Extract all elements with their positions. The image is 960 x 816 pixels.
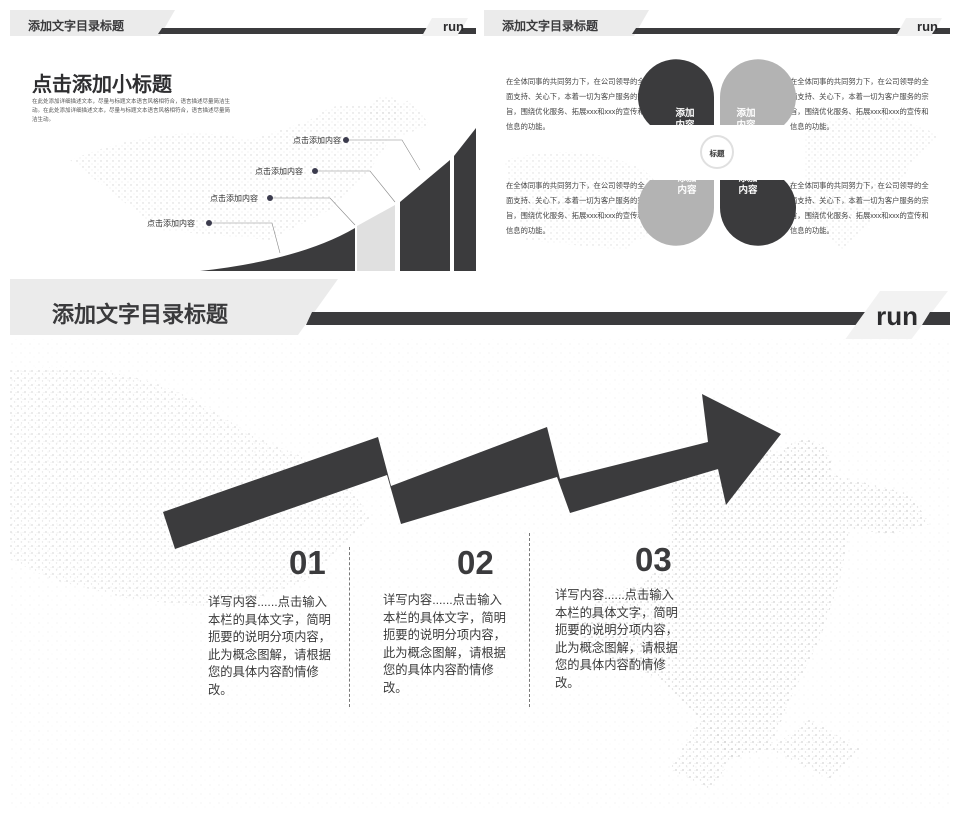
growth-bar-dark-2	[454, 128, 476, 271]
header-bar	[10, 10, 476, 36]
particle-runner-background	[504, 110, 939, 250]
step-label-3: 点击添加内容	[255, 167, 303, 176]
zigzag-arrow	[163, 394, 781, 549]
growth-bars-chart	[200, 128, 476, 271]
item-number-2: 02	[457, 544, 494, 581]
divider-line-2	[529, 533, 530, 707]
step-label-2: 点击添加内容	[210, 194, 258, 203]
step-dot	[267, 195, 273, 201]
step-label-4: 点击添加内容	[293, 136, 341, 145]
petal-bottom-right	[719, 180, 796, 246]
header-title: 添加文字目录标题	[52, 302, 229, 327]
step-label-1: 点击添加内容	[147, 219, 195, 228]
petal-label-bottom-right: 添加内容	[738, 173, 758, 196]
center-circle	[700, 135, 734, 169]
item-number-3: 03	[635, 541, 672, 578]
petal-label-top-right: 添加内容	[736, 108, 756, 131]
item-description-1: 详写内容......点击输入本栏的具体文字，简明扼要的说明分项内容，此为概念图解…	[208, 595, 331, 697]
paragraph-top-left: 在全体同事的共同努力下，在公司领导的全面支持、关心下，本着一切为客户服务的宗旨，…	[506, 77, 645, 131]
step-dot	[312, 168, 318, 174]
paragraph-bottom-left: 在全体同事的共同努力下，在公司领导的全面支持、关心下，本着一切为客户服务的宗旨，…	[506, 181, 645, 235]
growth-bar-dark-1	[400, 160, 450, 271]
step-dot	[206, 220, 212, 226]
header-bar	[484, 10, 950, 36]
petal-top-left	[638, 59, 715, 125]
petal-label-bottom-left: 添加内容	[677, 173, 697, 196]
petal-label-top-left: 添加内容	[675, 108, 695, 131]
subtitle-description: 在此处添加详细描述文本，尽量与标题文本语言风格相符合，语言描述尽量简洁生动。在此…	[32, 99, 231, 123]
item-description-3: 详写内容......点击输入本栏的具体文字，简明扼要的说明分项内容，此为概念图解…	[555, 588, 678, 690]
growth-wedge	[200, 228, 355, 271]
particle-runner-background	[10, 339, 950, 809]
petal-top-right	[719, 59, 796, 125]
paragraph-top-right: 在全体同事的共同努力下，在公司领导的全面支持、关心下，本着一切为客户服务的宗旨，…	[790, 77, 929, 131]
item-number-1: 01	[289, 544, 326, 581]
particle-runner-background	[70, 96, 430, 240]
divider-line-1	[349, 547, 350, 707]
run-logo-text: run	[876, 301, 918, 331]
run-logo-text: run	[443, 19, 464, 34]
paragraph-bottom-right: 在全体同事的共同努力下，在公司领导的全面支持、关心下，本着一切为客户服务的宗旨，…	[790, 181, 929, 235]
header-title: 添加文字目录标题	[502, 19, 599, 33]
four-petal-diagram	[638, 59, 796, 246]
run-logo-text: run	[917, 19, 938, 34]
header-title: 添加文字目录标题	[28, 19, 125, 33]
center-label: 标题	[709, 149, 725, 158]
slide-main[interactable]: 添加文字目录标题 run 01 02 03 详写内容......点击输入本栏的具…	[10, 279, 950, 809]
growth-bar-light	[357, 205, 395, 271]
slide-thumbnail-2[interactable]: 添加文字目录标题 run 在全体同事的共同努力下，在公司领导的全面支持、关心下，…	[484, 10, 950, 271]
subtitle: 点击添加小标题	[32, 74, 172, 96]
petal-bottom-left	[638, 180, 715, 246]
header-bar	[10, 279, 950, 339]
step-dot	[343, 137, 349, 143]
item-description-2: 详写内容......点击输入本栏的具体文字，简明扼要的说明分项内容，此为概念图解…	[383, 593, 506, 695]
slide-thumbnail-1[interactable]: 添加文字目录标题 run 点击添加小标题 在此处添加详细描述文本，尽量与标题文本…	[10, 10, 476, 271]
